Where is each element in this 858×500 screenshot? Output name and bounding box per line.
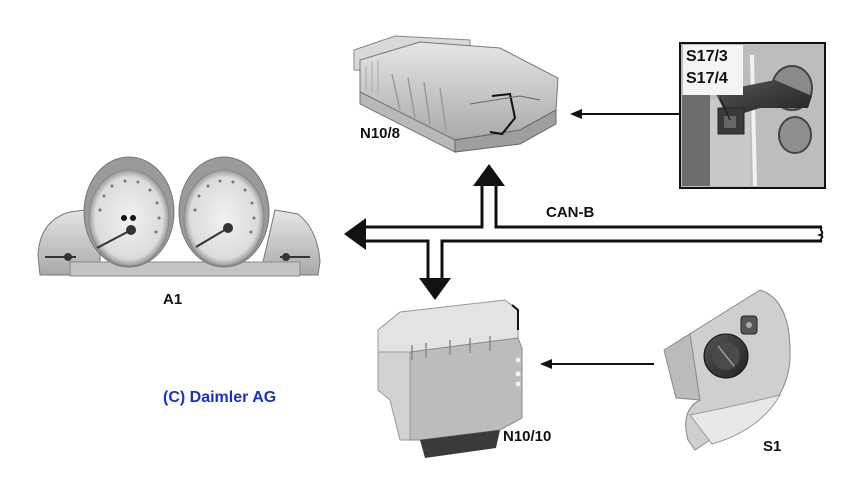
bus-top-left-line <box>364 184 484 229</box>
bus-bottom-right-line <box>440 239 822 280</box>
label-n10-10: N10/10 <box>503 428 552 445</box>
s1-light-switch-image <box>663 289 791 451</box>
n10-8-module-image <box>353 35 559 153</box>
copyright-notice: (C) Daimler AG <box>163 389 277 406</box>
can-b-bus <box>364 184 824 280</box>
wire-arrow-n10-8 <box>570 109 582 119</box>
label-n10-8: N10/8 <box>360 125 401 142</box>
n10-10-module-image <box>377 299 523 458</box>
label-can-b: CAN-B <box>546 204 595 221</box>
label-s17-3: S17/3 <box>686 48 728 65</box>
s17-door-switch-photo <box>679 42 826 189</box>
a1-instrument-cluster-image <box>37 156 321 277</box>
label-a1: A1 <box>163 291 183 308</box>
wire-arrow-n10-10 <box>540 359 552 369</box>
bus-arrow-up-to-n10-8 <box>473 164 505 186</box>
bus-arrow-down-to-n10-10 <box>419 278 451 300</box>
bus-arrow-left-to-a1 <box>344 218 366 250</box>
bus-break-mark <box>816 226 824 242</box>
label-s17-4: S17/4 <box>686 70 728 87</box>
bus-top-right-line <box>494 184 822 229</box>
label-s1: S1 <box>763 438 782 455</box>
bus-bottom-left-line <box>364 239 430 280</box>
